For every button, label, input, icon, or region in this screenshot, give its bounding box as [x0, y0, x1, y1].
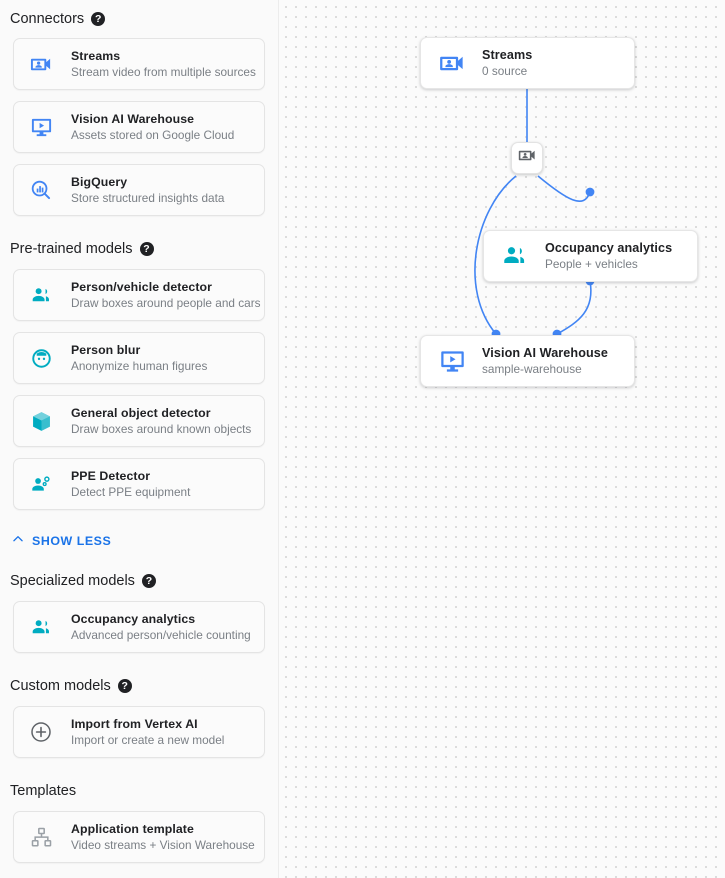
palette-item-title: Import from Vertex AI: [71, 716, 198, 731]
palette-item-subtitle: Assets stored on Google Cloud: [71, 127, 235, 142]
section-title: Connectors: [10, 11, 85, 27]
palette-item-title: Vision AI Warehouse: [71, 111, 195, 126]
palette-item-title: BigQuery: [71, 174, 128, 189]
palette-item-text: Occupancy analytics Advanced person/vehi…: [71, 612, 251, 643]
palette-item-subtitle: Stream video from multiple sources: [71, 64, 256, 79]
application-graph-canvas[interactable]: Streams 0 source Occupancy analytics Peo…: [279, 0, 725, 878]
palette-item-subtitle: Advanced person/vehicle counting: [71, 627, 251, 642]
palette-item-text: Import from Vertex AI Import or create a…: [71, 717, 224, 748]
palette-item-text: Person/vehicle detector Draw boxes aroun…: [71, 280, 261, 311]
palette-item-person-vehicle-detector[interactable]: Person/vehicle detector Draw boxes aroun…: [13, 269, 265, 321]
show-less-button[interactable]: SHOW LESS: [0, 532, 278, 549]
palette-item-title: Occupancy analytics: [71, 611, 196, 626]
video-camera-person-icon: [28, 51, 54, 77]
palette-item-text: Person blur Anonymize human figures: [71, 343, 207, 374]
video-camera-person-icon: [518, 146, 537, 170]
palette-item-streams[interactable]: Streams Stream video from multiple sourc…: [13, 38, 265, 90]
section-header-custom-models: Custom models ?: [0, 678, 278, 694]
section-header-connectors: Connectors ?: [0, 11, 278, 27]
graph-node-title: Vision AI Warehouse: [482, 346, 608, 360]
people-icon: [500, 241, 530, 271]
section-title: Templates: [10, 783, 77, 799]
palette-item-occupancy-analytics[interactable]: Occupancy analytics Advanced person/vehi…: [13, 601, 265, 653]
graph-node-subtitle: People + vehicles: [545, 257, 638, 271]
graph-node-text: Streams 0 source: [482, 47, 532, 79]
cube-icon: [28, 408, 54, 434]
section-header-pre-trained-models: Pre-trained models ?: [0, 241, 278, 257]
palette-item-title: Person blur: [71, 342, 141, 357]
palette-item-subtitle: Detect PPE equipment: [71, 484, 191, 499]
palette-item-text: General object detector Draw boxes aroun…: [71, 406, 251, 437]
graph-node-subtitle: sample-warehouse: [482, 362, 582, 376]
palette-item-text: Streams Stream video from multiple sourc…: [71, 49, 256, 80]
people-icon: [28, 614, 54, 640]
palette-item-application-template[interactable]: Application template Video streams + Vis…: [13, 811, 265, 863]
graph-edges: [474, 47, 595, 339]
palette-item-bigquery[interactable]: BigQuery Store structured insights data: [13, 164, 265, 216]
help-icon[interactable]: ?: [141, 574, 156, 588]
palette-item-import-from-vertex-ai[interactable]: Import from Vertex AI Import or create a…: [13, 706, 265, 758]
graph-chip-stream-node[interactable]: [511, 142, 543, 174]
palette-item-title: Person/vehicle detector: [71, 279, 213, 294]
help-icon[interactable]: ?: [139, 242, 154, 256]
component-palette-sidebar: Connectors ? Streams Stream video from m…: [0, 0, 279, 878]
monitor-play-icon: [437, 346, 467, 376]
palette-item-subtitle: Draw boxes around known objects: [71, 421, 252, 436]
plus-circle-icon: [28, 719, 54, 745]
monitor-play-icon: [28, 114, 54, 140]
bigquery-magnifier-icon: [28, 177, 54, 203]
edge-occupancy-to-warehouse: [556, 280, 592, 335]
palette-item-text: BigQuery Store structured insights data: [71, 175, 224, 206]
graph-node-text: Occupancy analytics People + vehicles: [545, 240, 672, 272]
graph-node-title: Streams: [482, 48, 533, 62]
graph-node-occupancy-analytics[interactable]: Occupancy analytics People + vehicles: [483, 230, 698, 282]
hierarchy-icon: [28, 824, 54, 850]
palette-item-subtitle: Import or create a new model: [71, 732, 225, 747]
section-header-specialized-models: Specialized models ?: [0, 573, 278, 589]
help-icon[interactable]: ?: [117, 679, 132, 693]
section-title: Specialized models: [10, 573, 135, 589]
graph-node-title: Occupancy analytics: [545, 241, 673, 255]
palette-item-title: General object detector: [71, 405, 211, 420]
ppe-person-icon: [28, 471, 54, 497]
face-blur-icon: [28, 345, 54, 371]
help-icon[interactable]: ?: [91, 12, 106, 26]
graph-node-streams[interactable]: Streams 0 source: [420, 37, 635, 89]
chevron-up-icon: [11, 532, 25, 549]
palette-item-ppe-detector[interactable]: PPE Detector Detect PPE equipment: [13, 458, 265, 510]
palette-item-subtitle: Anonymize human figures: [71, 358, 208, 373]
edge-chip-to-warehouse: [474, 175, 517, 335]
graph-node-text: Vision AI Warehouse sample-warehouse: [482, 345, 608, 377]
palette-item-title: Application template: [71, 821, 194, 836]
section-title: Custom models: [10, 678, 111, 694]
palette-item-person-blur[interactable]: Person blur Anonymize human figures: [13, 332, 265, 384]
palette-item-subtitle: Draw boxes around people and cars: [71, 295, 261, 310]
video-camera-person-icon: [437, 48, 467, 78]
palette-item-subtitle: Video streams + Vision Warehouse: [71, 837, 255, 852]
people-icon: [28, 282, 54, 308]
section-title: Pre-trained models: [10, 241, 133, 257]
graph-node-subtitle: 0 source: [482, 64, 528, 78]
palette-item-title: PPE Detector: [71, 468, 151, 483]
palette-item-text: PPE Detector Detect PPE equipment: [71, 469, 190, 500]
palette-item-subtitle: Store structured insights data: [71, 190, 225, 205]
graph-node-vision-ai-warehouse[interactable]: Vision AI Warehouse sample-warehouse: [420, 335, 635, 387]
palette-item-vision-ai-warehouse[interactable]: Vision AI Warehouse Assets stored on Goo…: [13, 101, 265, 153]
port-dot-occupancy-in[interactable]: [585, 187, 595, 197]
show-less-label: SHOW LESS: [32, 533, 112, 548]
palette-item-general-object-detector[interactable]: General object detector Draw boxes aroun…: [13, 395, 265, 447]
edge-chip-to-occupancy: [537, 175, 591, 202]
palette-item-title: Streams: [71, 48, 121, 63]
section-header-templates: Templates: [0, 783, 278, 799]
palette-item-text: Vision AI Warehouse Assets stored on Goo…: [71, 112, 234, 143]
palette-item-text: Application template Video streams + Vis…: [71, 822, 255, 853]
